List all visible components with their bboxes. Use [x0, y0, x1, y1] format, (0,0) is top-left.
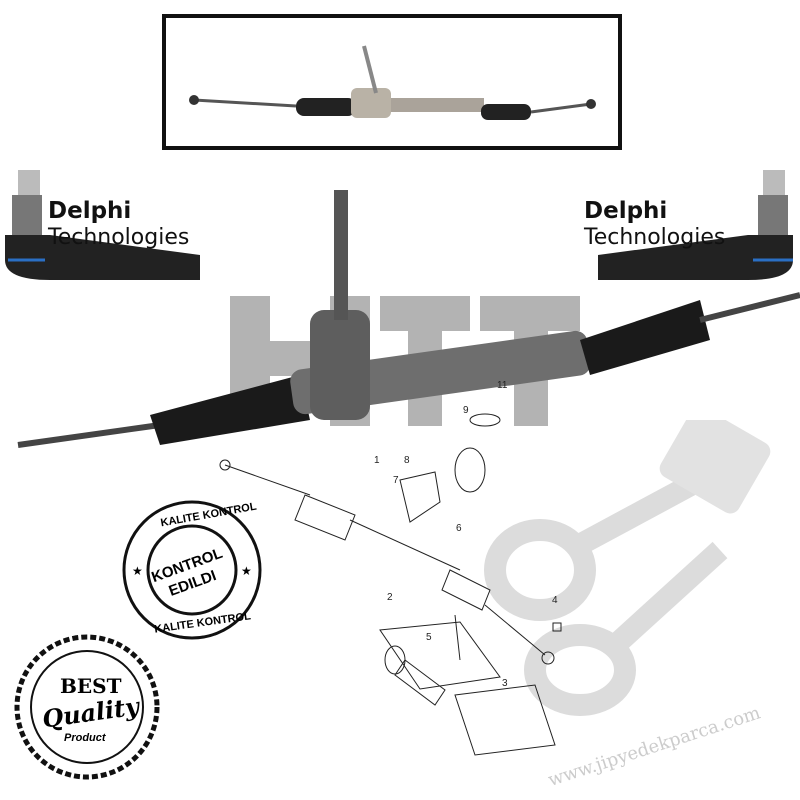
callout-label: 11: [497, 380, 508, 391]
callout-label: 3: [502, 678, 508, 689]
piston-watermark-icon: [484, 420, 771, 716]
callout-label: 8: [404, 455, 410, 466]
callout-label: 9: [463, 405, 469, 416]
callout-label: 5: [426, 632, 432, 643]
callout-label: 4: [552, 595, 558, 606]
steering-rack-photo-small: [189, 45, 596, 120]
callout-label: 1: [374, 455, 380, 466]
callout-label: 2: [387, 592, 393, 603]
brand-subtitle: Technologies: [584, 225, 726, 250]
brand-subtitle: Technologies: [48, 225, 190, 250]
delphi-logo-left: Delphi Technologies: [48, 200, 189, 249]
tie-rod-end-right-photo: [598, 170, 793, 280]
tie-rod-end-left-photo: [5, 170, 200, 280]
htt-watermark-logo: [230, 296, 580, 426]
callout-label: 7: [393, 475, 399, 486]
brand-name: Delphi: [48, 198, 132, 224]
callout-label: 6: [456, 523, 462, 534]
badge-line3: Product: [64, 732, 106, 744]
svg-text:★: ★: [241, 564, 252, 578]
badge-line1: BEST: [60, 674, 122, 698]
steering-rack-main-photo: [17, 190, 800, 448]
brand-name: Delphi: [584, 198, 668, 224]
top-product-frame: [162, 14, 622, 150]
best-quality-badge: BEST Quality Product: [12, 632, 162, 782]
quality-control-stamp: ★★ KALITE KONTROL KONTROL EDILDI KALITE …: [120, 495, 270, 645]
svg-text:★: ★: [132, 564, 143, 578]
exploded-parts-diagram: [219, 413, 562, 756]
delphi-logo-right: Delphi Technologies: [584, 200, 725, 249]
